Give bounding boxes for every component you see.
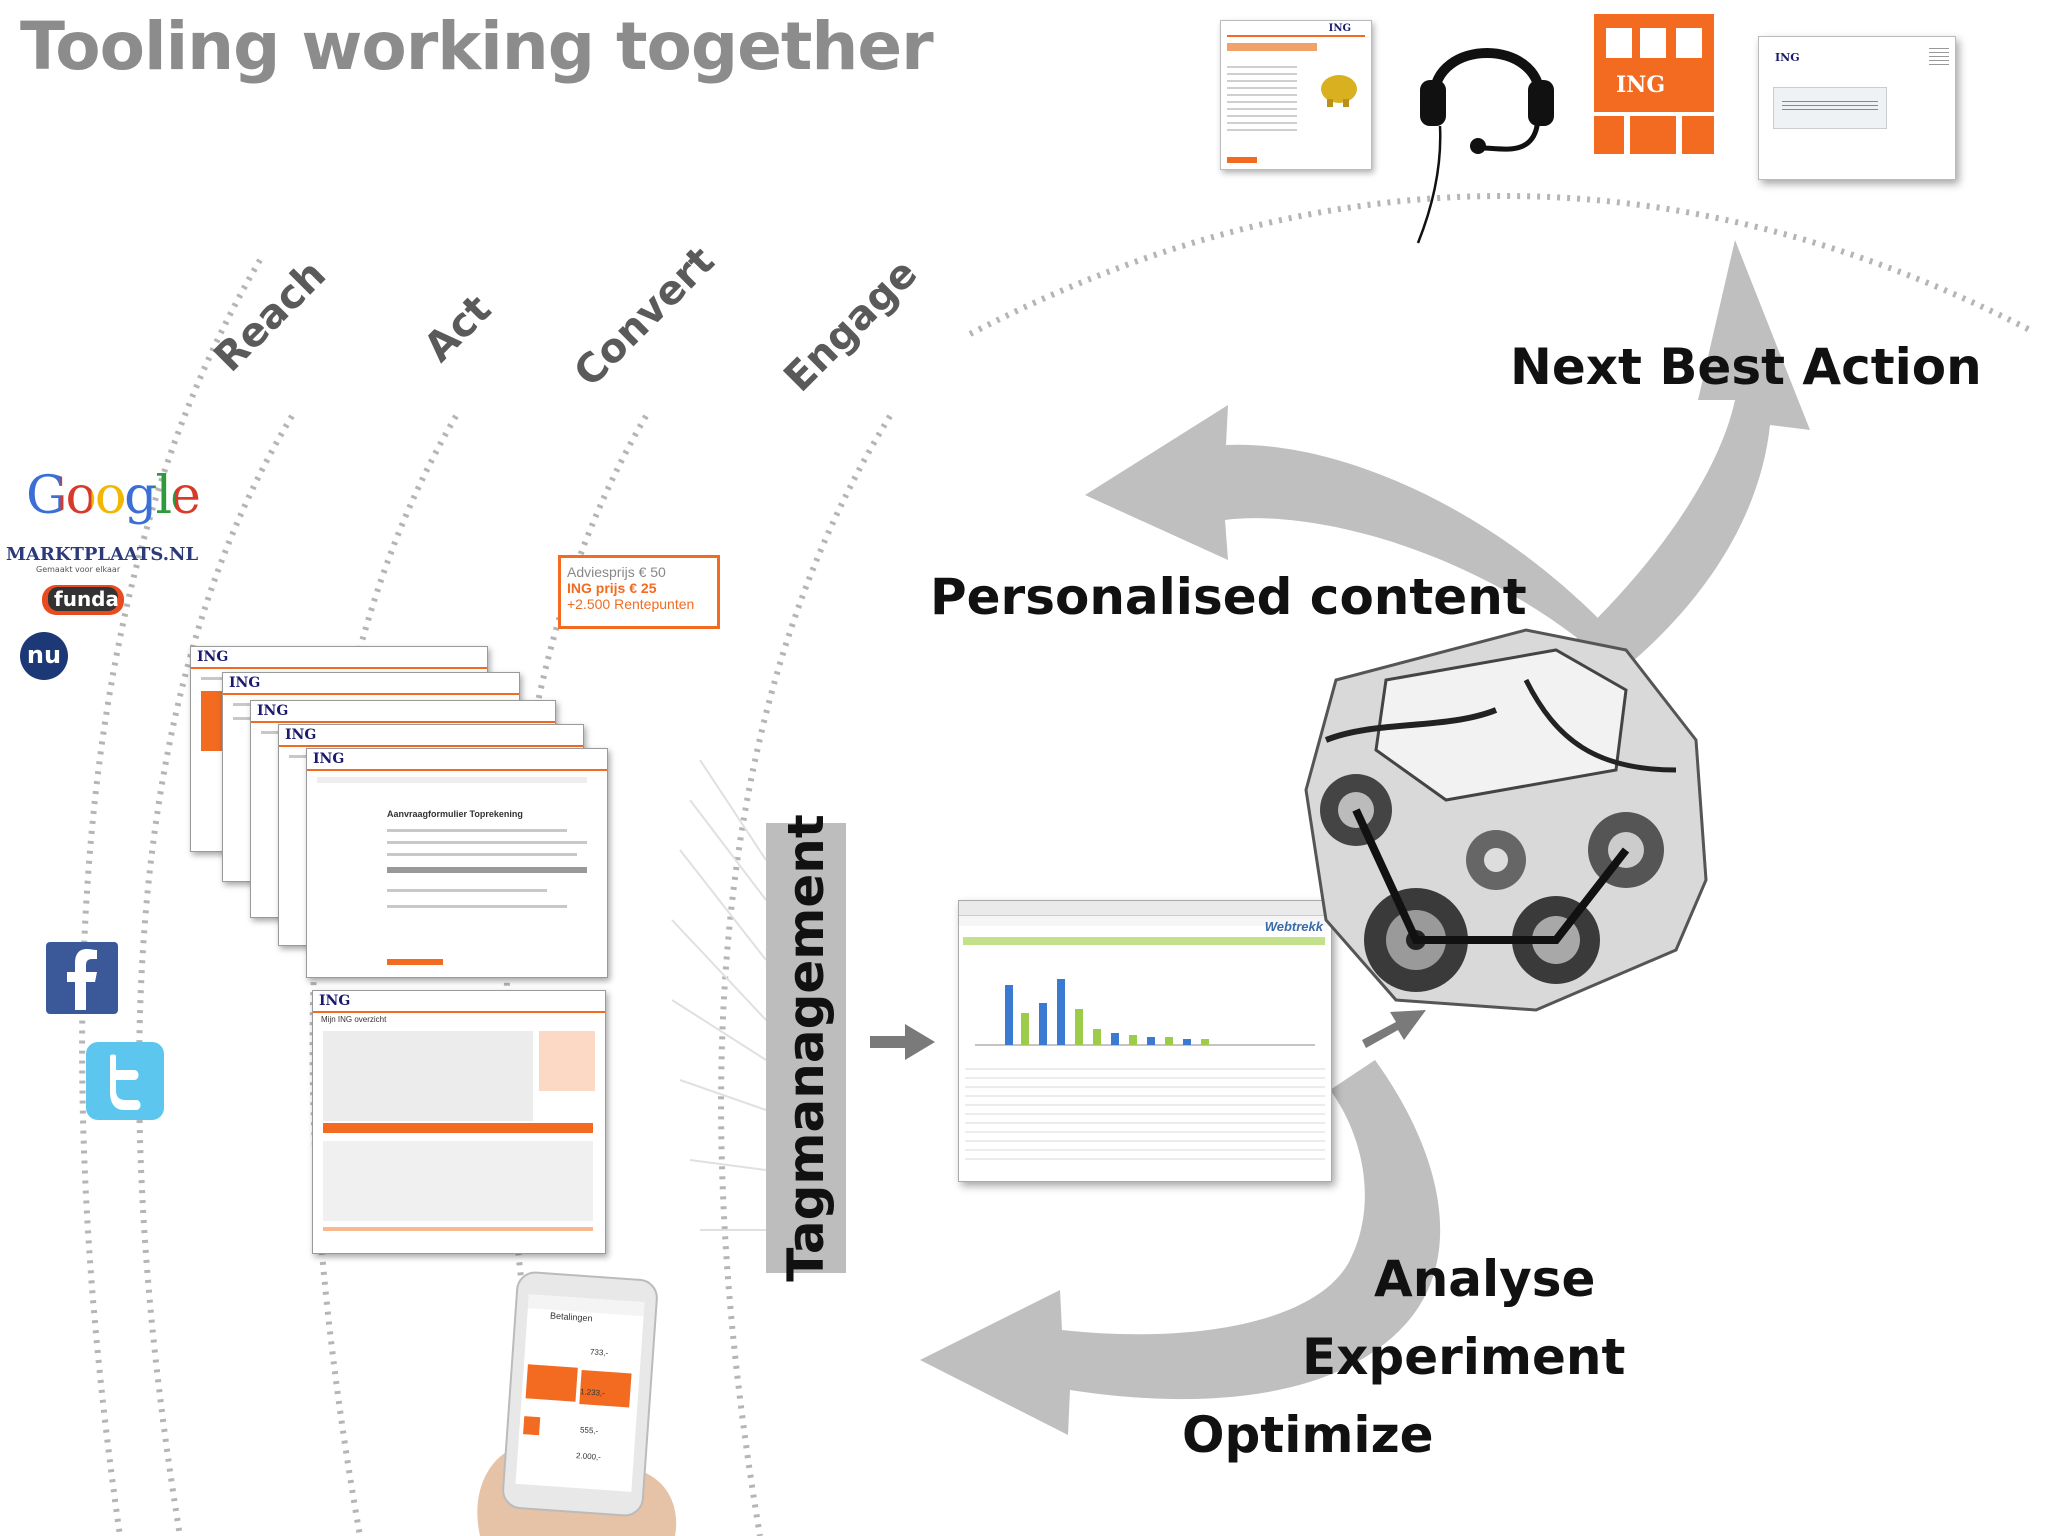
envelope-mail: ING [1758,36,1956,180]
funda-logo: funda [42,585,124,615]
phone-amount-2: 1.233,- [579,1387,606,1398]
web-page-card-overview: ING Mijn ING overzicht [312,990,606,1254]
piggy-bank-icon [1321,75,1357,107]
mobile-app-photo [477,1271,677,1536]
marktplaats-logo: MARKTPLAATS.NL Gemaakt voor elkaar [6,544,199,574]
google-logo: Google [26,466,201,526]
label-next-best-action: Next Best Action [1510,338,1982,396]
page-title: Tooling working together [20,8,934,85]
branch-building-icon [1594,14,1714,154]
label-experiment: Experiment [1302,1328,1626,1386]
facebook-icon [46,942,118,1014]
analytics-to-engine-arrow [1362,1010,1426,1048]
price-offer-box: Adviesprijs € 50 ING prijs € 25 +2.500 R… [558,555,720,629]
label-optimize: Optimize [1182,1406,1434,1464]
tagmanagement-label: Tagmanagement [777,814,835,1282]
analytics-dashboard: Webtrekk [958,900,1332,1182]
stage-arc-4 [718,414,893,1536]
label-analyse: Analyse [1374,1250,1596,1308]
stage-arc-1 [136,414,295,1536]
outer-arc-left [79,258,263,1536]
phone-amount-4: 2.000,- [575,1451,602,1462]
phone-amount-1: 733,- [589,1347,609,1358]
web-page-card-form: ING Aanvraagformulier Toprekening [306,748,608,978]
label-personalised-content: Personalised content [930,568,1527,626]
next-best-action-arrow [1575,240,1810,680]
direct-mail-letter: ING [1220,20,1372,170]
tag-to-analytics-arrow [870,1024,935,1060]
analyse-loop-arrow [920,1060,1441,1435]
tagmanagement-bar [766,823,846,1273]
personalised-content-arrow [1085,405,1600,640]
twitter-icon [86,1042,164,1120]
outer-arc [968,193,2032,337]
headset-icon [1416,48,1554,244]
branch-logo: ING [1616,72,1666,98]
nu-logo: nu [20,632,68,680]
engine-image [1304,628,1708,1012]
phone-amount-3: 555,- [579,1425,599,1436]
